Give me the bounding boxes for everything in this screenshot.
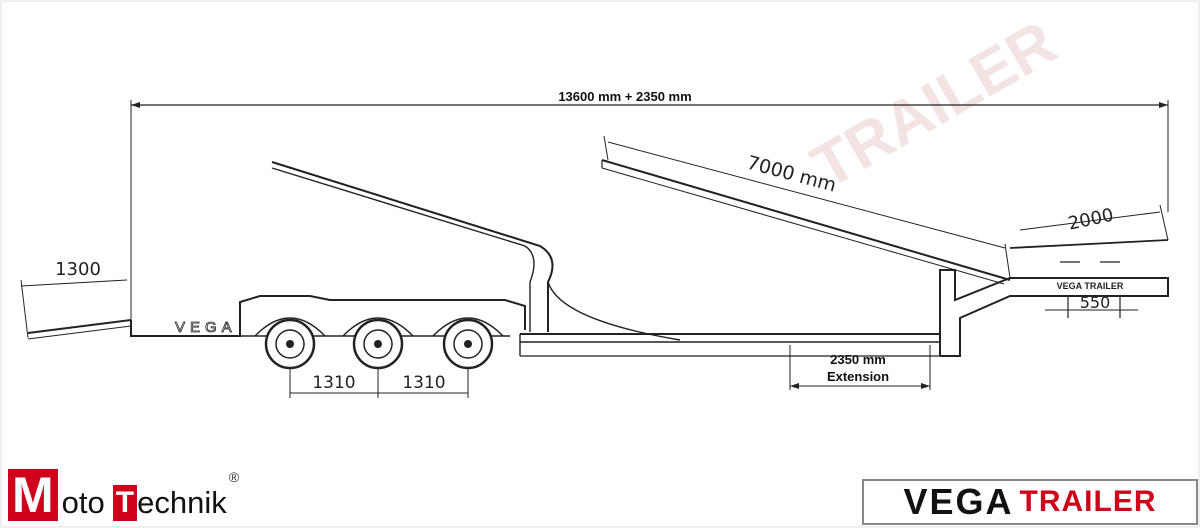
rear-brand-marking: VEGA TRAILER (1057, 281, 1124, 291)
wheel-2 (352, 318, 404, 370)
rear-ramp-label: 2000 (1066, 205, 1115, 235)
logo-oto: oto (61, 485, 105, 520)
mototechnik-logo: M oto T echnik ® (8, 463, 239, 521)
extension-value-label: 2350 mm (830, 352, 886, 367)
overall-dimension-label: 13600 mm + 2350 mm (558, 89, 691, 104)
axle-spacing-1-label: 1310 (312, 373, 355, 393)
upper-ramp (601, 159, 1011, 281)
logo-t: T (112, 485, 138, 521)
extension-label: Extension (827, 369, 889, 384)
rear-offset-label: 550 (1080, 293, 1111, 312)
rear-ramp (1009, 239, 1169, 249)
wheel-3 (442, 318, 494, 370)
logo-trailer: TRAILER (1019, 485, 1157, 518)
wheel-1 (264, 318, 316, 370)
front-ramp (27, 319, 132, 334)
ramp-dimension-line (607, 141, 1006, 249)
logo-echnik: echnik (137, 485, 227, 520)
front-ramp-label: 1300 (55, 259, 101, 280)
logo-vega: VEGA (903, 481, 1014, 522)
upper-deck-arm (271, 161, 554, 332)
side-brand-marking: VEGA (175, 319, 237, 336)
registered-mark: ® (228, 469, 240, 485)
logo-m: M (8, 469, 58, 521)
vega-trailer-logo: VEGA TRAILER (862, 479, 1198, 525)
rear-frame (939, 269, 1169, 357)
axle-spacing-2-label: 1310 (402, 373, 445, 393)
